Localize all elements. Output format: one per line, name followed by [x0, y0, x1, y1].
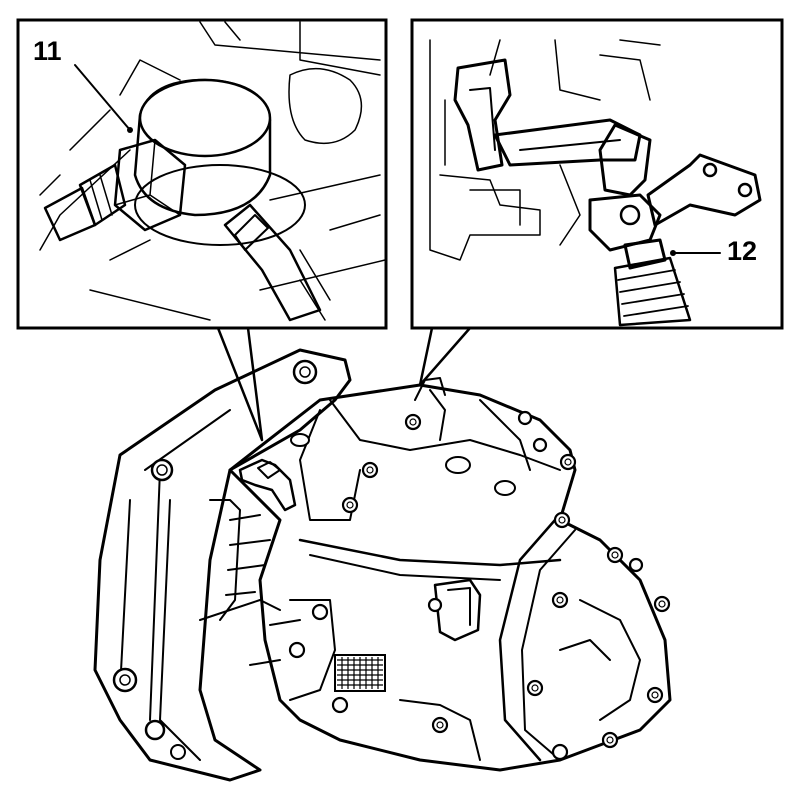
callout-label-12: 12 [727, 236, 758, 266]
detail-panel-right [410, 18, 784, 330]
pointer-left [216, 326, 264, 442]
detail-panel-left [16, 18, 388, 330]
callout-label-11: 11 [33, 36, 62, 66]
pointer-right [418, 326, 472, 387]
gearbox-assembly [93, 348, 672, 782]
